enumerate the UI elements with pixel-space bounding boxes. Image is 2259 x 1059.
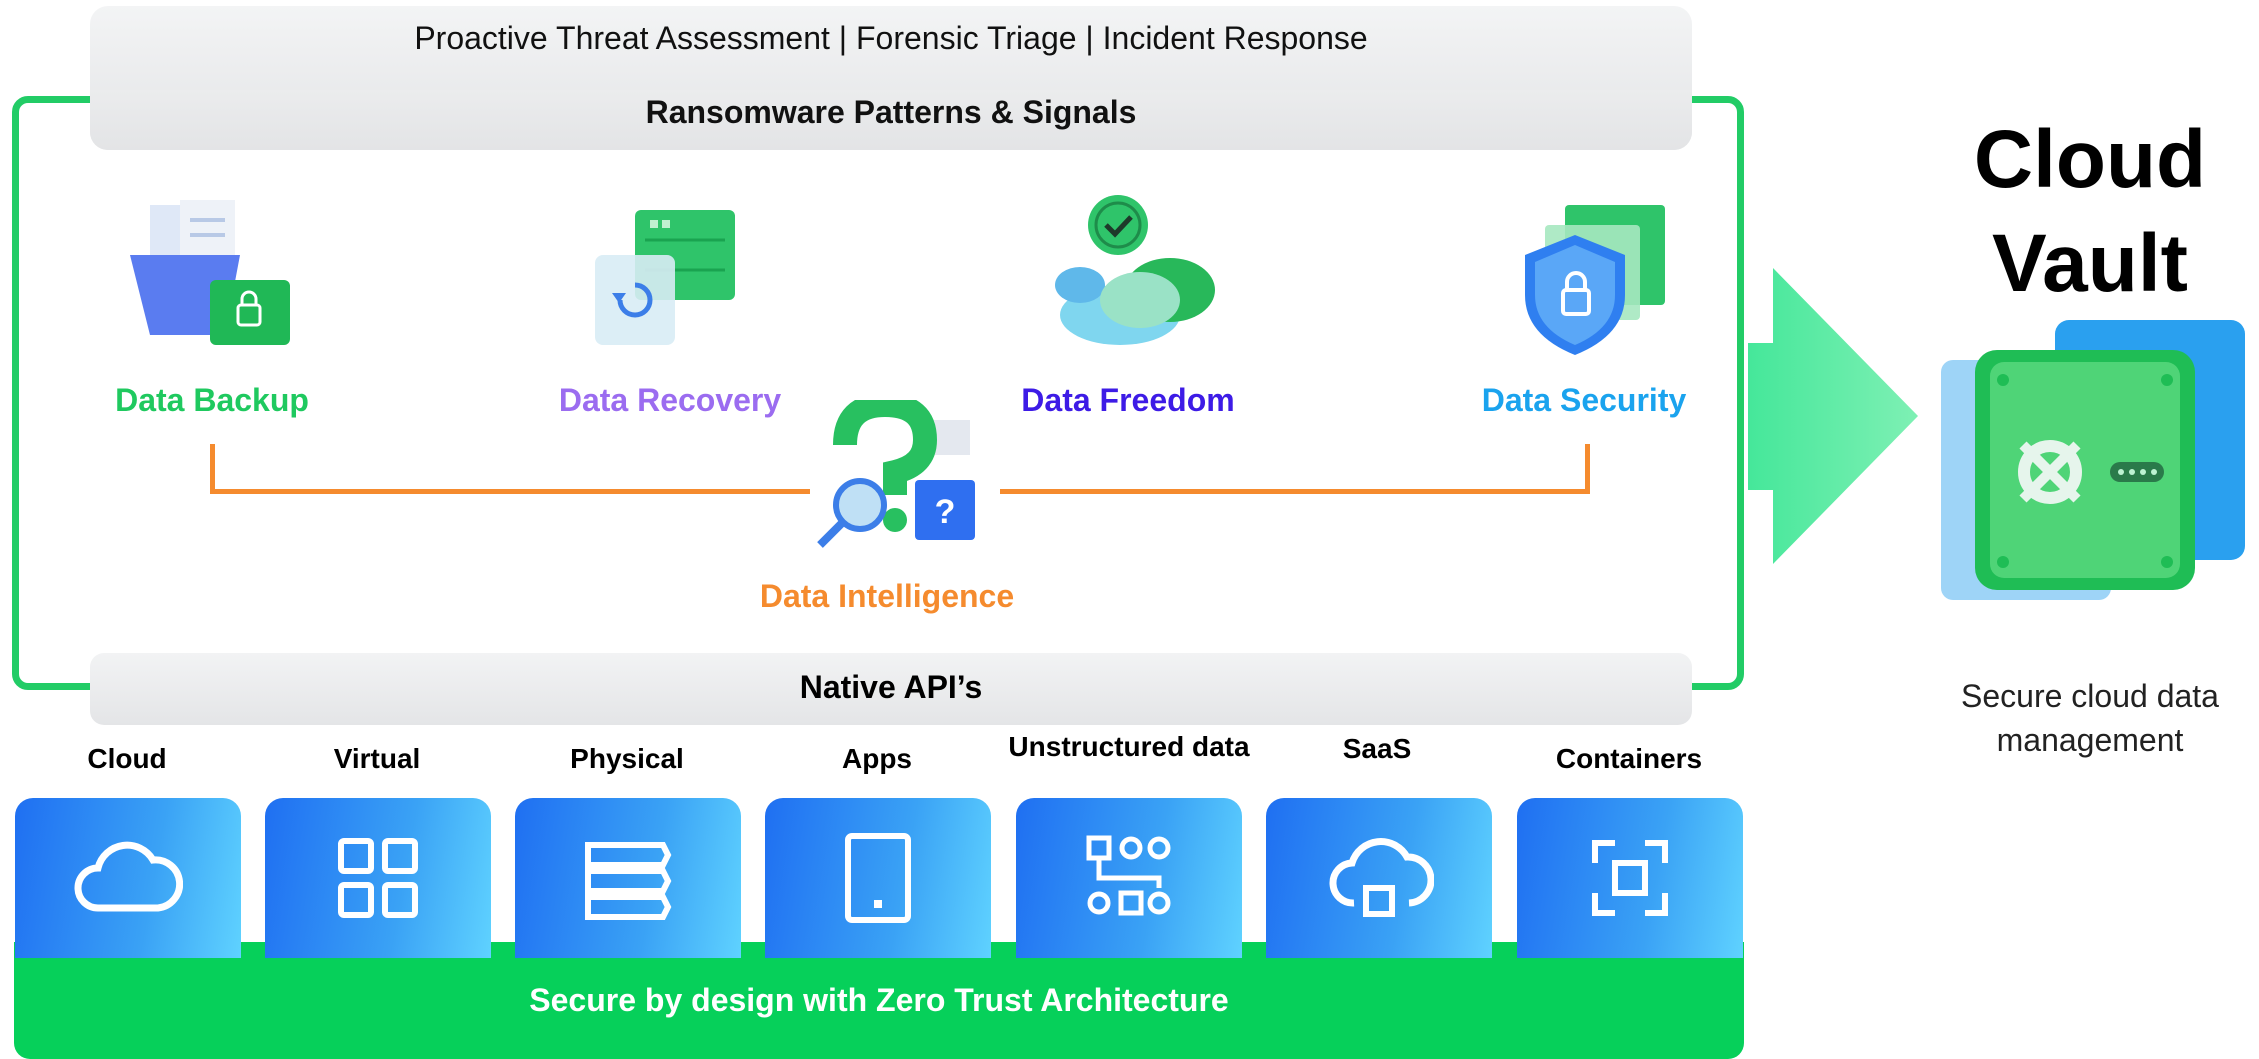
ransomware-title: Ransomware Patterns & Signals xyxy=(645,94,1137,130)
zero-trust-label: Secure by design with Zero Trust Archite… xyxy=(529,982,1229,1018)
native-api-bar xyxy=(90,653,1692,725)
zero-trust-bar xyxy=(14,942,1744,1059)
cloud-check-icon xyxy=(1055,195,1215,345)
data-security-label: Data Security xyxy=(1481,382,1687,418)
tile-unstructured xyxy=(1016,798,1242,958)
cloud-vault-title: Cloud Vault xyxy=(1973,114,2207,309)
stack-icon xyxy=(585,842,672,920)
arrow-right-icon xyxy=(1748,268,1918,564)
data-backup-label: Data Backup xyxy=(115,382,309,418)
cloud-vault-subtitle: Secure cloud data management xyxy=(1961,678,2219,758)
platform-label-containers: Containers xyxy=(1555,743,1703,774)
platform-label-cloud: Cloud xyxy=(87,743,167,774)
question-search-icon: ? xyxy=(817,400,975,548)
workflow-icon xyxy=(1086,835,1171,916)
grid-icon xyxy=(338,838,418,918)
svg-text:?: ? xyxy=(935,493,956,531)
connector-right xyxy=(1000,444,1590,494)
platform-label-physical: Physical xyxy=(570,743,684,774)
platform-label-virtual: Virtual xyxy=(333,743,421,774)
data-intelligence-label: Data Intelligence xyxy=(759,578,1015,614)
shield-lock-icon xyxy=(1525,205,1665,355)
tile-cloud xyxy=(15,798,241,958)
backup-folder-icon xyxy=(130,200,290,345)
platform-label-saas: SaaS xyxy=(1342,733,1412,764)
tile-apps xyxy=(765,798,991,958)
tile-saas xyxy=(1266,798,1492,958)
phone-icon xyxy=(845,833,911,923)
cloud-icon xyxy=(74,841,183,912)
banner-lower xyxy=(90,90,1692,150)
connector-left xyxy=(210,444,810,494)
data-recovery-label: Data Recovery xyxy=(558,382,782,418)
tile-virtual xyxy=(265,798,491,958)
services-line: Proactive Threat Assessment | Forensic T… xyxy=(414,20,1368,56)
vault-safe-icon xyxy=(1941,320,2245,600)
platform-label-apps: Apps xyxy=(842,743,912,774)
platform-label-unstructured: Unstructured data xyxy=(1008,731,1250,762)
cloud-upload-icon xyxy=(1329,838,1434,917)
tile-physical xyxy=(515,798,741,958)
native-api-label: Native API’s xyxy=(799,669,983,705)
recovery-server-icon xyxy=(595,210,735,345)
tile-containers xyxy=(1517,798,1743,958)
container-icon xyxy=(1592,840,1668,916)
data-freedom-label: Data Freedom xyxy=(1021,382,1235,418)
